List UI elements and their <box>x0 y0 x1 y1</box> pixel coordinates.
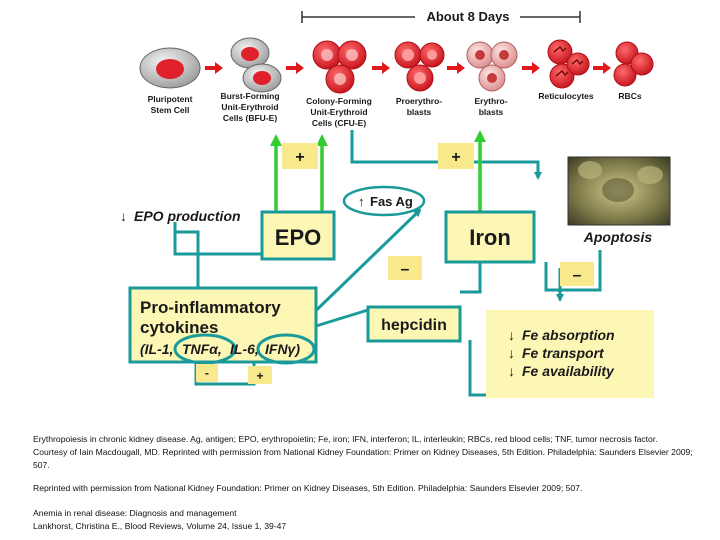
stage-label-bfu-2: Unit-Erythroid <box>221 102 278 112</box>
stage-label-bfu-1: Burst-Forming <box>220 91 279 101</box>
minus-sign-small: - <box>205 366 209 380</box>
ifn-oval <box>256 333 316 365</box>
tnf-oval <box>173 333 237 365</box>
cytokine-il6: IL-6, <box>230 341 259 357</box>
minus-badge-apoptosis <box>560 262 594 286</box>
proerythroblast-cells <box>394 41 445 92</box>
stage-label-bfu-3: Cells (BFU-E) <box>223 113 277 123</box>
epo-production-label: EPO production <box>134 208 241 224</box>
stage-label-cfu-1: Colony-Forming <box>306 96 372 106</box>
hepcidin-label: hepcidin <box>381 317 447 334</box>
duration-bracket: About 8 Days <box>301 9 581 24</box>
cytokines-title-2: cytokines <box>140 318 218 337</box>
stage-label-proerythro-2: blasts <box>407 107 432 117</box>
stage-label-erythro-1: Erythro- <box>474 96 507 106</box>
fe-absorption-arrow: ↓ <box>508 327 515 343</box>
fe-box <box>486 310 654 398</box>
cytokines-box <box>128 286 318 364</box>
cytokine-ifn: IFNγ) <box>265 341 300 357</box>
stem-cell <box>139 47 201 89</box>
hepcidin-box <box>366 305 462 343</box>
fas-ag-arrow: ↑ <box>358 194 365 209</box>
minus-sign-apoptosis: – <box>573 267 582 284</box>
stage-label-cfu-2: Unit-Erythroid <box>310 107 367 117</box>
epo-box <box>260 210 336 261</box>
iron-box <box>444 210 536 264</box>
plus-sign-small: + <box>256 369 263 383</box>
cytokines-title-1: Pro-inflammatory <box>140 298 281 317</box>
stage-label-stem-2: Stem Cell <box>151 105 190 115</box>
bfu-e-cells <box>230 37 282 93</box>
fe-availability-arrow: ↓ <box>508 363 515 379</box>
stage-label-erythro-2: blasts <box>479 107 504 117</box>
minus-badge-iron <box>388 256 422 280</box>
caption-article-title: Anemia in renal disease: Diagnosis and m… <box>33 508 237 518</box>
minus-badge-small <box>196 364 218 382</box>
iron-label: Iron <box>469 225 511 250</box>
stage-label-stem-1: Pluripotent <box>148 94 193 104</box>
plus-sign-iron: + <box>451 149 460 166</box>
fe-transport-arrow: ↓ <box>508 345 515 361</box>
fe-transport-label: Fe transport <box>522 345 605 361</box>
apoptosis-cell <box>602 178 634 202</box>
progression-arrows <box>205 62 611 74</box>
stage-label-rbcs: RBCs <box>618 91 641 101</box>
reticulocyte-cells <box>547 39 590 89</box>
erythropoiesis-diagram: About 8 Days <box>120 9 671 398</box>
fe-availability-label: Fe availability <box>522 363 615 379</box>
epo-label: EPO <box>275 225 321 250</box>
plus-badge-iron <box>438 143 474 169</box>
caption-figure: Erythropoiesis in chronic kidney disease… <box>33 434 693 470</box>
stage-label-proerythro-1: Proerythro- <box>396 96 442 106</box>
erythroblast-cells <box>466 41 518 92</box>
plus-badge-epo <box>282 143 318 169</box>
plus-sign-epo: + <box>295 149 304 166</box>
caption-citation: Lankhorst, Christina E., Blood Reviews, … <box>33 521 287 531</box>
apoptosis-label: Apoptosis <box>583 229 653 245</box>
fas-ag-label: Fas Ag <box>370 194 413 209</box>
stage-label-reticulocytes: Reticulocytes <box>538 91 594 101</box>
epo-production-arrow: ↓ <box>120 208 127 224</box>
green-arrows <box>270 130 486 216</box>
rbc-cells <box>613 41 654 87</box>
plus-badge-small <box>248 366 272 384</box>
cfu-e-cells <box>312 40 367 94</box>
caption-reprint: Reprinted with permission from National … <box>33 483 583 493</box>
fe-absorption-label: Fe absorption <box>522 327 615 343</box>
duration-label: About 8 Days <box>426 9 509 24</box>
stage-label-cfu-3: Cells (CFU-E) <box>312 118 366 128</box>
cytokine-il1: (IL-1, <box>140 341 173 357</box>
fas-ag-oval <box>342 185 426 217</box>
cytokine-tnf: TNFα, <box>182 341 222 357</box>
minus-sign-iron: – <box>401 261 410 278</box>
